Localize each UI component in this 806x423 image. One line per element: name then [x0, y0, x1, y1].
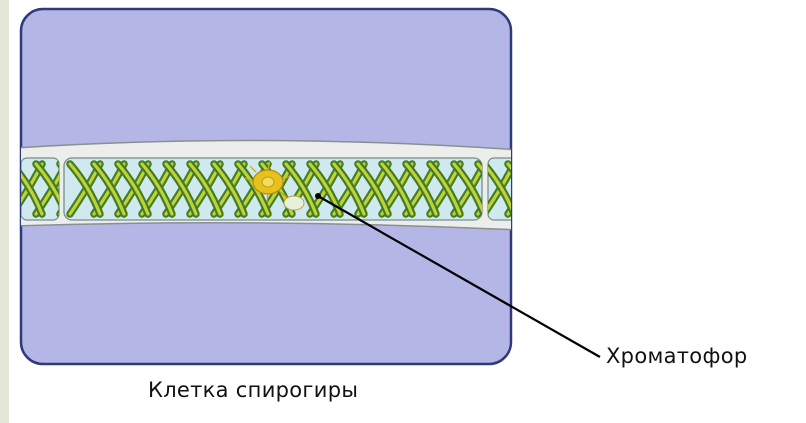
chromatophore-band [508, 164, 538, 214]
chromatophore-band [508, 164, 538, 214]
right-neighbour-cell [484, 158, 538, 220]
spirogyra-cell [64, 158, 508, 220]
figure-caption: Клетка спирогиры [148, 378, 358, 402]
filament [12, 140, 538, 230]
chromatophore-band [508, 164, 538, 214]
chromatophore-label: Хроматофор [606, 344, 748, 368]
chromatophore-band [508, 164, 538, 214]
